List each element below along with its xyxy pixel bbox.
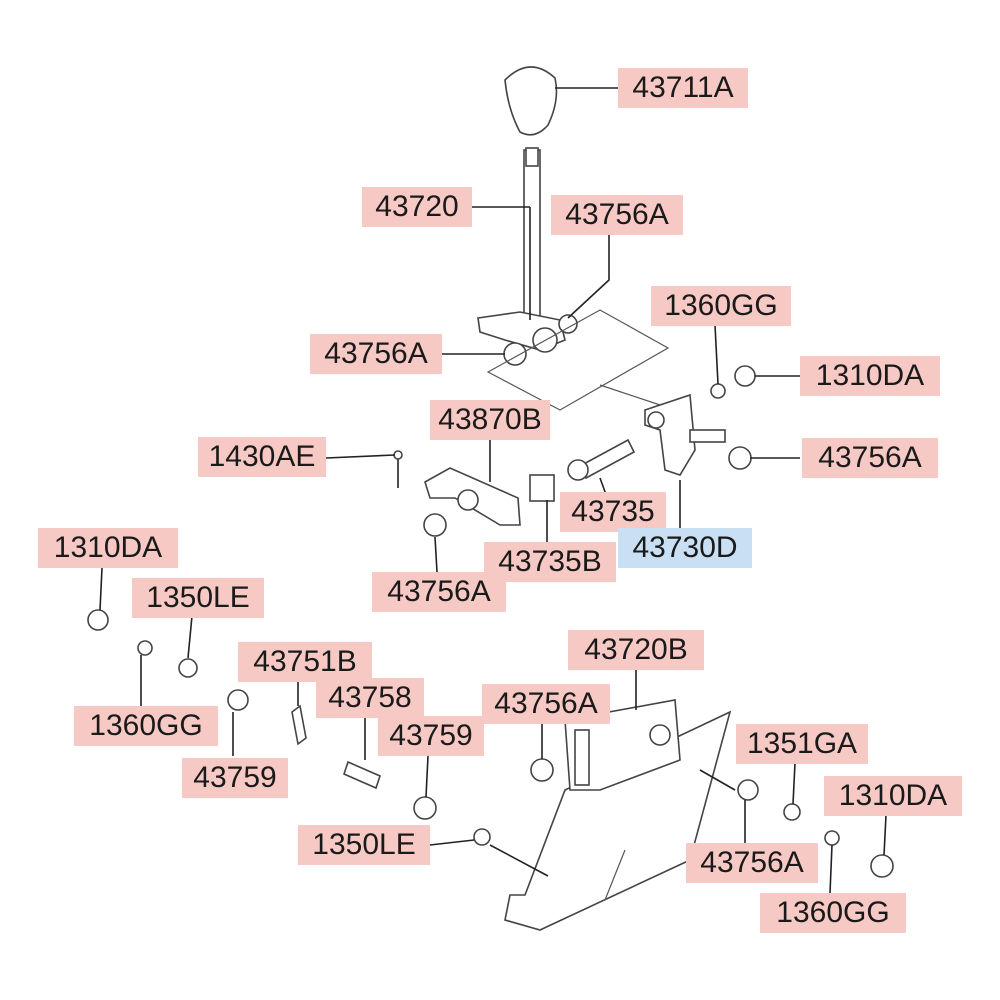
base-post — [574, 729, 590, 786]
plate-hole — [457, 489, 479, 511]
nut-43756a-base-right — [737, 779, 759, 801]
shift-knob — [504, 66, 558, 136]
bracket-pin — [689, 429, 726, 443]
base-bracket — [504, 710, 732, 931]
part-label: 43756A — [482, 684, 610, 724]
clip-43735b — [529, 474, 555, 502]
washer-1351ga — [783, 803, 801, 821]
lever-rod — [523, 149, 541, 341]
shaft-spring — [567, 459, 589, 481]
bush-1350le-lower — [473, 828, 491, 846]
leader-lines — [99, 87, 887, 894]
washer-1360gg-left — [137, 640, 153, 656]
part-label: 43759 — [182, 758, 288, 798]
bush-1350le — [178, 658, 198, 678]
part-label: 1360GG — [74, 706, 218, 746]
part-label: 43735B — [484, 542, 616, 582]
bush-43759 — [413, 796, 437, 820]
part-label: 1350LE — [298, 825, 430, 865]
detent-bracket — [644, 393, 696, 476]
nut-1310da-right — [870, 854, 894, 878]
guide-plate — [486, 309, 670, 411]
part-label: 43711A — [618, 68, 748, 108]
part-label: 43751B — [238, 642, 372, 682]
part-label: 43720B — [568, 630, 704, 670]
part-label: 1351GA — [736, 724, 868, 764]
part-label: 43735 — [560, 492, 666, 532]
part-label: 43756A — [802, 438, 938, 478]
part-label: 43756A — [310, 334, 442, 374]
part-label: 43756A — [551, 195, 683, 235]
part-label-highlighted: 43730D — [618, 528, 752, 568]
part-label: 43870B — [430, 400, 550, 440]
part-label: 43756A — [372, 572, 506, 612]
washer-1360gg — [710, 383, 726, 399]
bracket-43751b — [291, 704, 307, 746]
bracket-hole — [647, 411, 665, 429]
nut-1310da — [734, 365, 756, 387]
nut-upper-right — [558, 314, 578, 334]
washer-1360gg-right — [824, 830, 840, 846]
part-label: 43759 — [378, 716, 484, 756]
part-label: 1350LE — [132, 578, 264, 618]
part-label: 1310DA — [38, 528, 178, 568]
guide-line — [599, 384, 661, 406]
part-label: 1310DA — [824, 776, 962, 816]
part-label: 1310DA — [800, 356, 940, 396]
part-label: 43758 — [316, 678, 424, 718]
part-label: 1360GG — [760, 893, 906, 933]
part-label: 1360GG — [651, 286, 791, 326]
bush-43759-left — [227, 689, 249, 711]
base-slot — [604, 849, 626, 901]
nut-43756a-base-left — [530, 758, 554, 782]
nut-43756a-right — [728, 446, 752, 470]
nut-43756a-plate — [423, 513, 447, 537]
pin-head — [393, 450, 403, 460]
base-knob — [649, 724, 671, 746]
rod-tip — [525, 147, 539, 167]
part-label: 43756A — [686, 843, 818, 883]
pin-43758 — [343, 760, 381, 790]
part-label: 1430AE — [198, 437, 326, 477]
nut-1310da-left — [87, 609, 109, 631]
part-label: 43720 — [362, 187, 472, 227]
